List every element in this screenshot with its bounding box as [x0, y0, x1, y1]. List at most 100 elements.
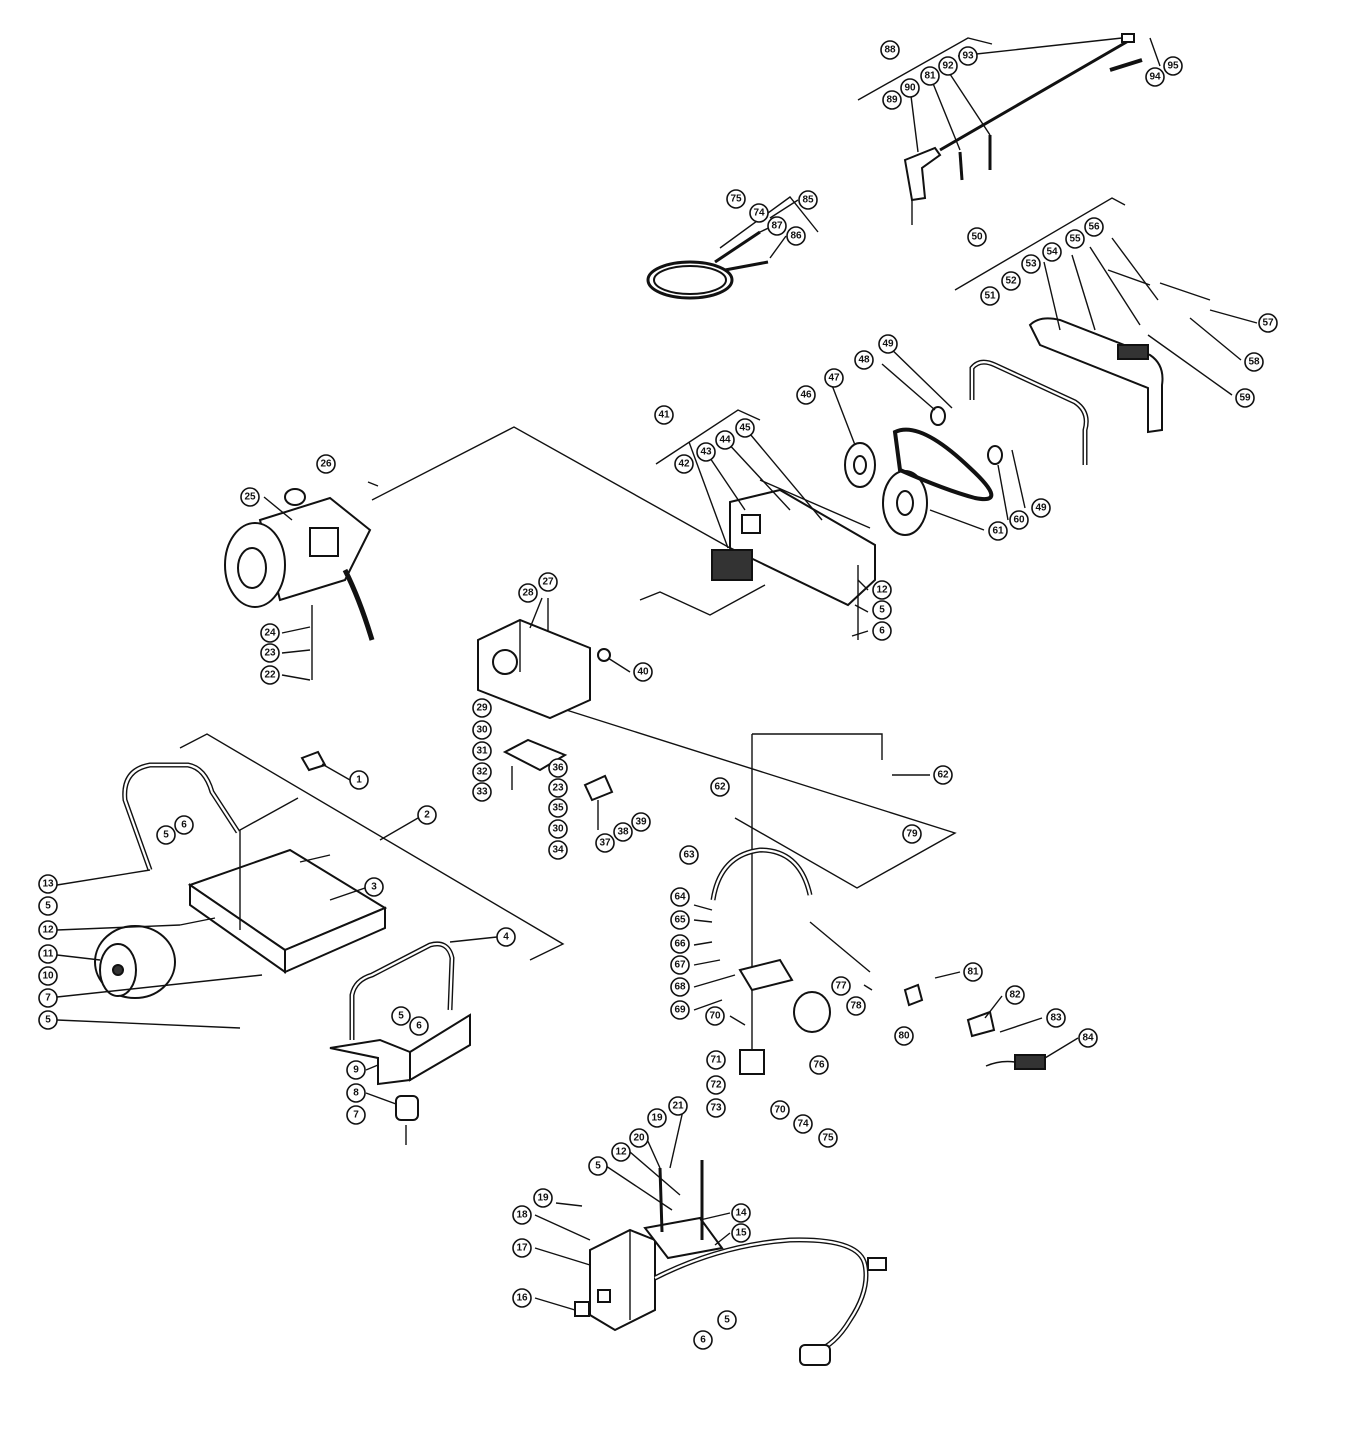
part-callout[interactable]: 39 — [631, 812, 651, 832]
part-callout[interactable]: 80 — [894, 1026, 914, 1046]
part-callout[interactable]: 73 — [706, 1098, 726, 1118]
part-callout[interactable]: 6 — [409, 1016, 429, 1036]
part-callout[interactable]: 90 — [900, 78, 920, 98]
part-callout[interactable]: 14 — [731, 1203, 751, 1223]
part-callout[interactable]: 74 — [793, 1114, 813, 1134]
part-callout[interactable]: 62 — [933, 765, 953, 785]
part-callout[interactable]: 76 — [809, 1055, 829, 1075]
part-callout[interactable]: 17 — [512, 1238, 532, 1258]
part-callout[interactable]: 46 — [796, 385, 816, 405]
part-callout[interactable]: 18 — [512, 1205, 532, 1225]
part-callout[interactable]: 53 — [1021, 254, 1041, 274]
part-callout[interactable]: 63 — [679, 845, 699, 865]
part-callout[interactable]: 11 — [38, 944, 58, 964]
part-callout[interactable]: 19 — [533, 1188, 553, 1208]
part-callout[interactable]: 5 — [38, 896, 58, 916]
part-callout[interactable]: 8 — [346, 1083, 366, 1103]
part-callout[interactable]: 5 — [156, 825, 176, 845]
part-callout[interactable]: 2 — [417, 805, 437, 825]
part-callout[interactable]: 45 — [735, 418, 755, 438]
part-callout[interactable]: 1 — [349, 770, 369, 790]
part-callout[interactable]: 83 — [1046, 1008, 1066, 1028]
part-callout[interactable]: 81 — [963, 962, 983, 982]
part-callout[interactable]: 50 — [967, 227, 987, 247]
part-callout[interactable]: 95 — [1163, 56, 1183, 76]
part-callout[interactable]: 87 — [767, 216, 787, 236]
part-callout[interactable]: 16 — [512, 1288, 532, 1308]
part-callout[interactable]: 10 — [38, 966, 58, 986]
part-callout[interactable]: 85 — [798, 190, 818, 210]
part-callout[interactable]: 30 — [472, 720, 492, 740]
part-callout[interactable]: 89 — [882, 90, 902, 110]
part-callout[interactable]: 30 — [548, 819, 568, 839]
part-callout[interactable]: 62 — [710, 777, 730, 797]
part-callout[interactable]: 77 — [831, 976, 851, 996]
part-callout[interactable]: 66 — [670, 934, 690, 954]
part-callout[interactable]: 65 — [670, 910, 690, 930]
part-callout[interactable]: 84 — [1078, 1028, 1098, 1048]
part-callout[interactable]: 5 — [872, 600, 892, 620]
part-callout[interactable]: 81 — [920, 66, 940, 86]
part-callout[interactable]: 41 — [654, 405, 674, 425]
part-callout[interactable]: 5 — [588, 1156, 608, 1176]
part-callout[interactable]: 23 — [260, 643, 280, 663]
part-callout[interactable]: 38 — [613, 822, 633, 842]
part-callout[interactable]: 72 — [706, 1075, 726, 1095]
part-callout[interactable]: 93 — [958, 46, 978, 66]
part-callout[interactable]: 28 — [518, 583, 538, 603]
part-callout[interactable]: 54 — [1042, 242, 1062, 262]
part-callout[interactable]: 3 — [364, 877, 384, 897]
part-callout[interactable]: 88 — [880, 40, 900, 60]
part-callout[interactable]: 43 — [696, 442, 716, 462]
part-callout[interactable]: 6 — [872, 621, 892, 641]
part-callout[interactable]: 69 — [670, 1000, 690, 1020]
part-callout[interactable]: 42 — [674, 454, 694, 474]
part-callout[interactable]: 7 — [346, 1105, 366, 1125]
part-callout[interactable]: 9 — [346, 1060, 366, 1080]
part-callout[interactable]: 40 — [633, 662, 653, 682]
part-callout[interactable]: 12 — [38, 920, 58, 940]
part-callout[interactable]: 92 — [938, 56, 958, 76]
part-callout[interactable]: 5 — [38, 1010, 58, 1030]
part-callout[interactable]: 37 — [595, 833, 615, 853]
part-callout[interactable]: 34 — [548, 840, 568, 860]
part-callout[interactable]: 22 — [260, 665, 280, 685]
part-callout[interactable]: 6 — [174, 815, 194, 835]
part-callout[interactable]: 71 — [706, 1050, 726, 1070]
part-callout[interactable]: 51 — [980, 286, 1000, 306]
part-callout[interactable]: 20 — [629, 1128, 649, 1148]
part-callout[interactable]: 33 — [472, 782, 492, 802]
part-callout[interactable]: 35 — [548, 798, 568, 818]
part-callout[interactable]: 5 — [391, 1006, 411, 1026]
part-callout[interactable]: 86 — [786, 226, 806, 246]
part-callout[interactable]: 79 — [902, 824, 922, 844]
part-callout[interactable]: 21 — [668, 1096, 688, 1116]
part-callout[interactable]: 26 — [316, 454, 336, 474]
part-callout[interactable]: 47 — [824, 368, 844, 388]
part-callout[interactable]: 19 — [647, 1108, 667, 1128]
part-callout[interactable]: 25 — [240, 487, 260, 507]
part-callout[interactable]: 78 — [846, 996, 866, 1016]
part-callout[interactable]: 57 — [1258, 313, 1278, 333]
part-callout[interactable]: 6 — [693, 1330, 713, 1350]
part-callout[interactable]: 49 — [878, 334, 898, 354]
part-callout[interactable]: 15 — [731, 1223, 751, 1243]
part-callout[interactable]: 5 — [717, 1310, 737, 1330]
part-callout[interactable]: 55 — [1065, 229, 1085, 249]
part-callout[interactable]: 68 — [670, 977, 690, 997]
part-callout[interactable]: 29 — [472, 698, 492, 718]
part-callout[interactable]: 48 — [854, 350, 874, 370]
part-callout[interactable]: 75 — [818, 1128, 838, 1148]
part-callout[interactable]: 52 — [1001, 271, 1021, 291]
part-callout[interactable]: 74 — [749, 203, 769, 223]
part-callout[interactable]: 32 — [472, 762, 492, 782]
part-callout[interactable]: 67 — [670, 955, 690, 975]
part-callout[interactable]: 44 — [715, 430, 735, 450]
part-callout[interactable]: 49 — [1031, 498, 1051, 518]
part-callout[interactable]: 4 — [496, 927, 516, 947]
part-callout[interactable]: 75 — [726, 189, 746, 209]
part-callout[interactable]: 12 — [611, 1142, 631, 1162]
part-callout[interactable]: 36 — [548, 758, 568, 778]
part-callout[interactable]: 70 — [705, 1006, 725, 1026]
part-callout[interactable]: 23 — [548, 778, 568, 798]
